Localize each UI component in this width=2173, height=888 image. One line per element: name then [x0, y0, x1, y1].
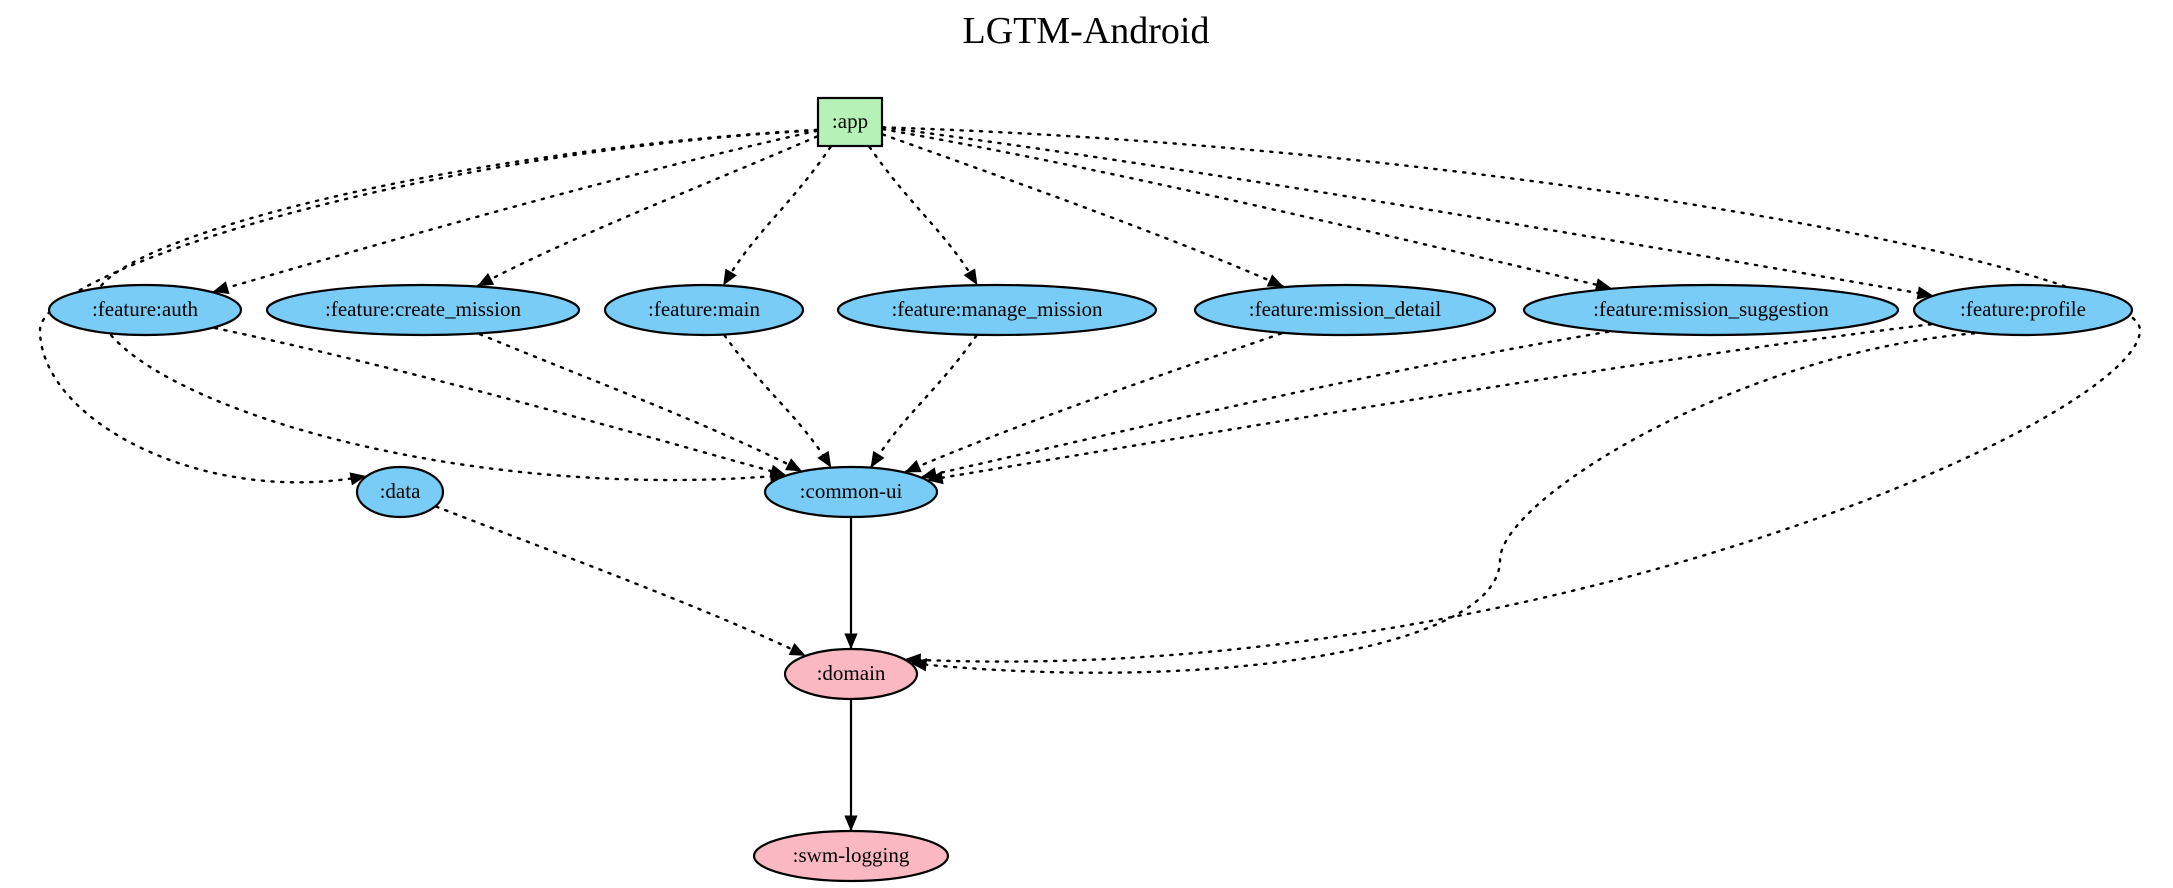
edge-line [904, 332, 1283, 474]
node-label: :swm-logging [793, 843, 910, 867]
graph-node-feature_create_mission[interactable]: :feature:create_mission [265, 283, 581, 337]
edge-line [868, 145, 979, 286]
node-ellipse-shape[interactable] [752, 829, 950, 883]
edge-app-to-feature_mission_detail [881, 133, 1284, 288]
edge-feature_auth-to-common_ui [213, 326, 787, 478]
edge-line [212, 129, 819, 293]
node-ellipse-shape[interactable] [603, 283, 805, 337]
edge-feature_main-to-common_ui [723, 334, 832, 468]
edge-app-to-feature_manage_mission [868, 145, 979, 286]
nodes-layer: :app :feature:auth :feature:create_mission… [47, 96, 2134, 883]
graph-node-app[interactable]: :app [816, 96, 884, 148]
node-label: :feature:create_mission [325, 297, 521, 321]
edge-line [910, 332, 1976, 674]
graph-node-common_ui[interactable]: :common-ui [763, 465, 939, 519]
edge-line [722, 145, 832, 286]
node-ellipse-shape[interactable] [1193, 283, 1497, 337]
node-label: :common-ui [800, 479, 903, 503]
edge-app-to-feature_create_mission [477, 135, 819, 287]
arrowhead-icon [785, 458, 803, 472]
edge-line [478, 333, 803, 472]
edge-feature_create_mission-to-common_ui [478, 333, 803, 472]
node-rect-shape[interactable] [816, 96, 884, 148]
arrowhead-icon [1266, 274, 1284, 287]
node-ellipse-shape[interactable] [836, 283, 1158, 337]
arrowhead-icon [963, 268, 978, 286]
arrowhead-icon [477, 273, 495, 287]
node-ellipse-shape[interactable] [763, 465, 939, 519]
edge-line [881, 133, 1284, 288]
node-ellipse-shape[interactable] [47, 283, 243, 337]
node-ellipse-shape[interactable] [1912, 283, 2134, 337]
node-label: :domain [817, 661, 886, 685]
edge-line [881, 126, 1934, 297]
arrowhead-icon [844, 633, 858, 650]
arrowhead-icon [1916, 286, 1934, 300]
node-label: :feature:main [648, 297, 760, 321]
edge-domain-to-swm_logging [844, 700, 858, 832]
node-label: :feature:mission_suggestion [1593, 297, 1829, 321]
edge-line [723, 334, 832, 468]
arrowhead-icon [723, 268, 737, 286]
arrowhead-icon [349, 472, 367, 486]
graph-node-swm_logging[interactable]: :swm-logging [752, 829, 950, 883]
node-label: :feature:profile [1960, 297, 2086, 321]
edge-line [870, 334, 978, 468]
edge-line [927, 323, 1933, 482]
edge-line [881, 128, 1612, 290]
node-ellipse-shape[interactable] [265, 283, 581, 337]
node-ellipse-shape[interactable] [1522, 283, 1900, 337]
edge-app-to-feature_main [722, 145, 832, 286]
node-label: :data [380, 479, 421, 503]
arrowhead-icon [904, 459, 922, 473]
edge-data-to-domain [435, 505, 806, 657]
node-label: :feature:mission_detail [1249, 297, 1442, 321]
edge-app-to-feature_profile [881, 126, 1934, 300]
arrowhead-icon [817, 450, 832, 468]
graph-node-domain[interactable]: :domain [783, 647, 919, 701]
edge-feature_mission_detail-to-common_ui [904, 332, 1283, 474]
arrowhead-icon [844, 815, 858, 832]
arrowhead-icon [788, 643, 806, 656]
edge-line [881, 126, 2142, 663]
graph-node-feature_manage_mission[interactable]: :feature:manage_mission [836, 283, 1158, 337]
arrowhead-icon [870, 450, 885, 468]
arrowhead-icon [212, 281, 230, 294]
edge-app-to-domain [881, 126, 2142, 667]
edge-line [920, 330, 1610, 479]
edge-common_ui-to-domain [844, 518, 858, 650]
arrowhead-icon [910, 658, 928, 672]
node-label: :feature:manage_mission [891, 297, 1103, 321]
graph-node-feature_auth[interactable]: :feature:auth [47, 283, 243, 337]
edge-line [435, 505, 806, 657]
node-ellipse-shape[interactable] [355, 465, 445, 519]
node-label: :app [832, 109, 868, 133]
node-label: :feature:auth [92, 297, 199, 321]
graph-node-feature_mission_detail[interactable]: :feature:mission_detail [1193, 283, 1497, 337]
edge-feature_mission_suggestion-to-common_ui [920, 330, 1610, 481]
arrowhead-icon [926, 471, 944, 485]
edge-app-to-feature_auth [212, 129, 819, 294]
graph-node-data[interactable]: :data [355, 465, 445, 519]
edges-layer [38, 126, 2142, 832]
arrowhead-icon [769, 464, 787, 478]
edge-feature_profile-to-domain [910, 332, 1976, 674]
edge-feature_profile-to-common_ui [926, 323, 1933, 485]
edge-app-to-feature_mission_suggestion [881, 128, 1612, 292]
edge-feature_manage_mission-to-common_ui [870, 334, 978, 468]
graph-node-feature_mission_suggestion[interactable]: :feature:mission_suggestion [1522, 283, 1900, 337]
edge-line [213, 326, 787, 477]
graph-node-feature_profile[interactable]: :feature:profile [1912, 283, 2134, 337]
graph-node-feature_main[interactable]: :feature:main [603, 283, 805, 337]
graph-title: LGTM-Android [963, 10, 1210, 52]
node-ellipse-shape[interactable] [783, 647, 919, 701]
edge-line [477, 135, 819, 287]
